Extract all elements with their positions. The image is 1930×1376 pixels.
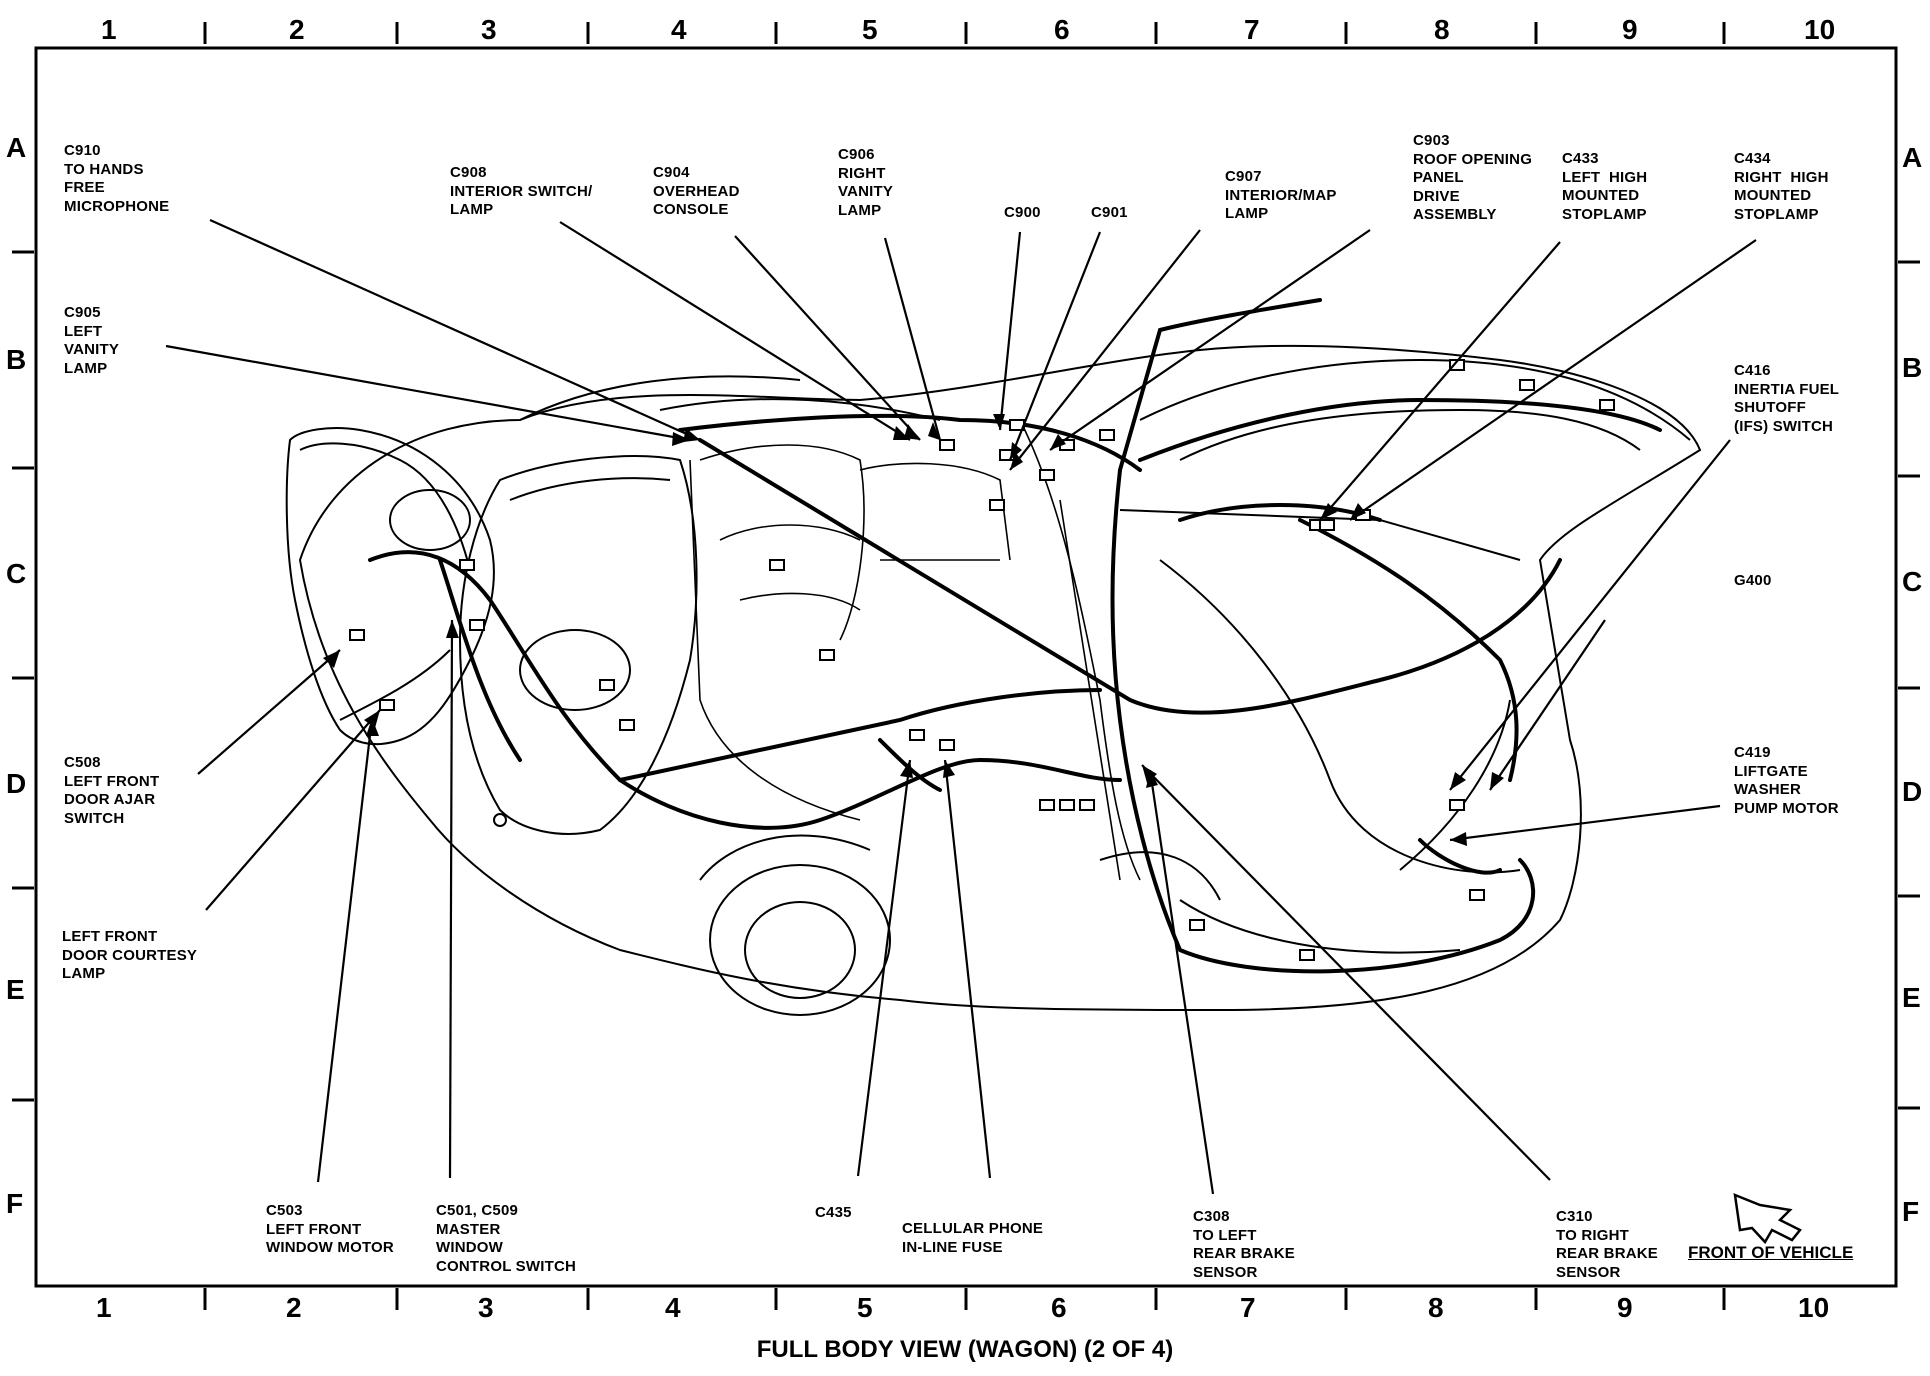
leader-lines [165, 218, 1757, 1195]
callout-c910: C910 TO HANDS FREE MICROPHONE [64, 142, 170, 215]
callout-c434: C434 RIGHT HIGH MOUNTED STOPLAMP [1734, 150, 1829, 223]
row-label-left-a: A [6, 132, 27, 163]
right-ruler-ticks [1898, 260, 1920, 1110]
row-label-left-e: E [6, 974, 25, 1005]
callout-c419: C419 LIFTGATE WASHER PUMP MOTOR [1734, 744, 1839, 817]
rear-wheel [699, 834, 891, 1016]
column-label-top-5: 5 [862, 14, 878, 45]
callout-courtesy-lamp: LEFT FRONT DOOR COURTESY LAMP [62, 928, 198, 982]
callout-c435: C435 [815, 1204, 852, 1221]
row-label-left-f: F [6, 1188, 24, 1219]
row-label-left-c: C [6, 558, 27, 589]
callout-cellular-fuse: CELLULAR PHONE IN-LINE FUSE [902, 1220, 1044, 1256]
callout-c508: C508 LEFT FRONT DOOR AJAR SWITCH [64, 754, 160, 827]
row-label-right-b: B [1902, 352, 1923, 383]
column-label-bottom-5: 5 [857, 1292, 873, 1323]
callout-c433: C433 LEFT HIGH MOUNTED STOPLAMP [1562, 150, 1648, 223]
diagram-frame [34, 46, 1898, 1288]
wiring-harness [368, 298, 1662, 974]
harness-connectors [349, 359, 1615, 961]
callout-c903: C903 ROOF OPENING PANEL DRIVE ASSEMBLY [1413, 132, 1533, 223]
callout-c503: C503 LEFT FRONT WINDOW MOTOR [266, 1202, 394, 1256]
column-label-top-9: 9 [1622, 14, 1638, 45]
top-ruler-ticks [203, 22, 1726, 44]
front-of-vehicle-label: FRONT OF VEHICLE [1688, 1243, 1854, 1262]
column-label-bottom-3: 3 [478, 1292, 494, 1323]
row-label-right-a: A [1902, 142, 1923, 173]
column-label-bottom-10: 10 [1798, 1292, 1830, 1323]
callout-c904: C904 OVERHEAD CONSOLE [653, 164, 740, 218]
column-label-bottom-6: 6 [1051, 1292, 1067, 1323]
row-label-left-d: D [6, 768, 27, 799]
column-label-top-2: 2 [289, 14, 305, 45]
row-label-right-e: E [1902, 982, 1921, 1013]
column-label-top-8: 8 [1434, 14, 1450, 45]
front-of-vehicle-arrow [1733, 1193, 1802, 1245]
row-label-left-b: B [6, 344, 27, 375]
column-label-top-1: 1 [101, 14, 117, 45]
column-label-bottom-2: 2 [286, 1292, 302, 1323]
column-label-bottom-4: 4 [665, 1292, 681, 1323]
row-label-right-f: F [1902, 1196, 1920, 1227]
column-label-top-4: 4 [671, 14, 687, 45]
column-label-top-10: 10 [1804, 14, 1836, 45]
cabin-interior [689, 419, 1141, 881]
column-label-bottom-9: 9 [1617, 1292, 1633, 1323]
callout-c501-c509: C501, C509 MASTER WINDOW CONTROL SWITCH [436, 1202, 577, 1275]
callout-c905: C905 LEFT VANITY LAMP [64, 304, 120, 377]
row-label-right-c: C [1902, 566, 1923, 597]
column-label-top-6: 6 [1054, 14, 1070, 45]
column-label-bottom-1: 1 [96, 1292, 112, 1323]
callout-c906: C906 RIGHT VANITY LAMP [838, 146, 894, 219]
callout-c900: C900 [1004, 204, 1041, 221]
left-ruler-ticks [12, 250, 34, 1102]
column-label-bottom-8: 8 [1428, 1292, 1444, 1323]
leader-arrowheads [323, 414, 1504, 846]
callout-c310: C310 TO RIGHT REAR BRAKE SENSOR [1556, 1208, 1659, 1281]
diagram-caption: FULL BODY VIEW (WAGON) (2 OF 4) [756, 1336, 1174, 1363]
callout-c416: C416 INERTIA FUEL SHUTOFF (IFS) SWITCH [1734, 362, 1840, 435]
row-label-right-d: D [1902, 776, 1923, 807]
column-label-top-7: 7 [1244, 14, 1260, 45]
column-label-top-3: 3 [481, 14, 497, 45]
callout-c907: C907 INTERIOR/MAP LAMP [1225, 168, 1337, 222]
left-front-door [285, 427, 495, 746]
callout-c901: C901 [1091, 204, 1128, 221]
column-label-bottom-7: 7 [1240, 1292, 1256, 1323]
bottom-ruler-ticks [203, 1288, 1726, 1310]
callout-g400: G400 [1734, 572, 1772, 589]
vehicle-body [298, 344, 1702, 1012]
left-rear-door [458, 455, 698, 835]
callout-c908: C908 INTERIOR SWITCH/ LAMP [450, 164, 593, 218]
callout-c308: C308 TO LEFT REAR BRAKE SENSOR [1193, 1208, 1296, 1281]
